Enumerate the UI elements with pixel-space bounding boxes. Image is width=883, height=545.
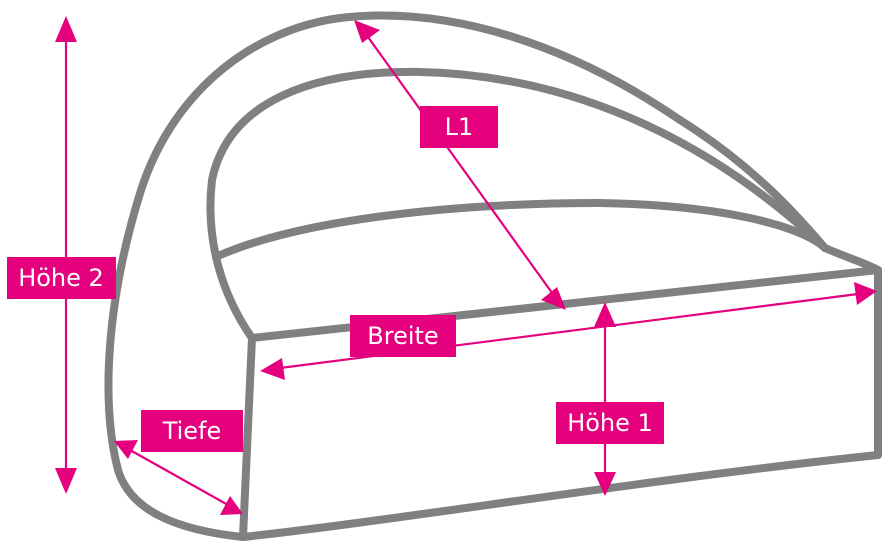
hoehe1-label-text: Höhe 1 xyxy=(567,409,653,437)
hoehe2-arrow xyxy=(55,16,77,494)
inner-back-outline xyxy=(206,67,829,342)
front-left-edge xyxy=(239,334,256,541)
outer-shell-outline xyxy=(104,11,829,541)
l1-arrow xyxy=(354,20,566,310)
hoehe1-label: Höhe 1 xyxy=(556,402,664,444)
breite-label: Breite xyxy=(350,315,456,357)
tiefe-arrow xyxy=(114,440,243,515)
breite-label-text: Breite xyxy=(367,322,438,350)
tiefe-label: Tiefe xyxy=(141,410,243,452)
l1-label-text: L1 xyxy=(445,113,474,141)
backrest-right-outline xyxy=(821,244,882,274)
seat-back-outline xyxy=(214,199,829,260)
hoehe1-arrow xyxy=(594,302,616,496)
furniture-outline xyxy=(104,11,882,541)
l1-label: L1 xyxy=(420,106,498,148)
tiefe-label-text: Tiefe xyxy=(162,417,222,445)
hoehe2-label-text: Höhe 2 xyxy=(18,264,104,292)
hoehe2-label: Höhe 2 xyxy=(7,257,116,299)
bottom-edge xyxy=(239,451,882,541)
